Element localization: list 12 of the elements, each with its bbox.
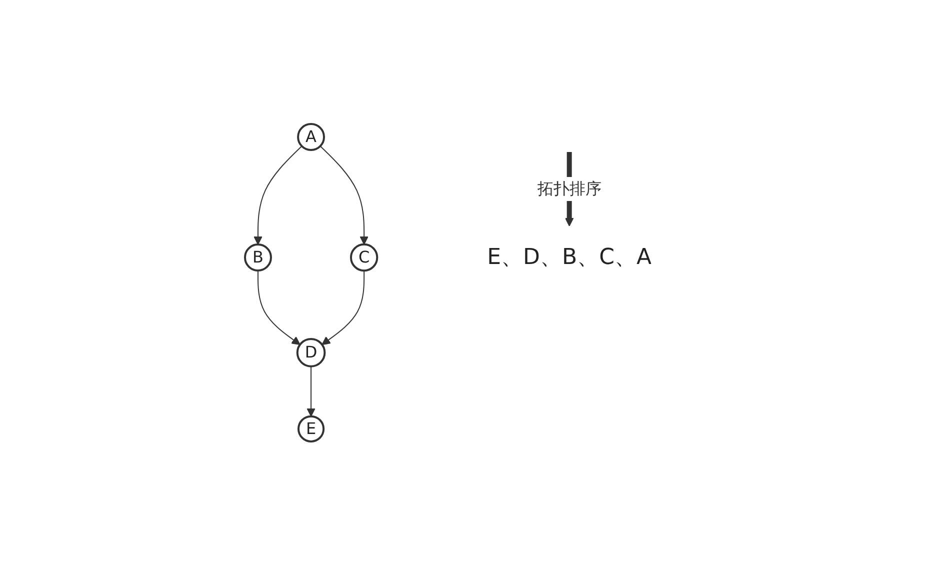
arrow xyxy=(254,145,302,245)
node-circle: D xyxy=(296,338,326,368)
node-circle: A xyxy=(297,122,326,151)
node-circle: E xyxy=(298,415,325,442)
arrow xyxy=(322,270,365,345)
node-circle: B xyxy=(244,243,272,272)
edge-label: 拓扑排序 xyxy=(538,178,602,198)
arrow xyxy=(320,145,369,245)
node-text: E、D、B、C、A xyxy=(487,244,652,270)
arrow xyxy=(258,270,301,345)
arrow xyxy=(306,366,316,416)
node-circle: C xyxy=(350,243,378,272)
